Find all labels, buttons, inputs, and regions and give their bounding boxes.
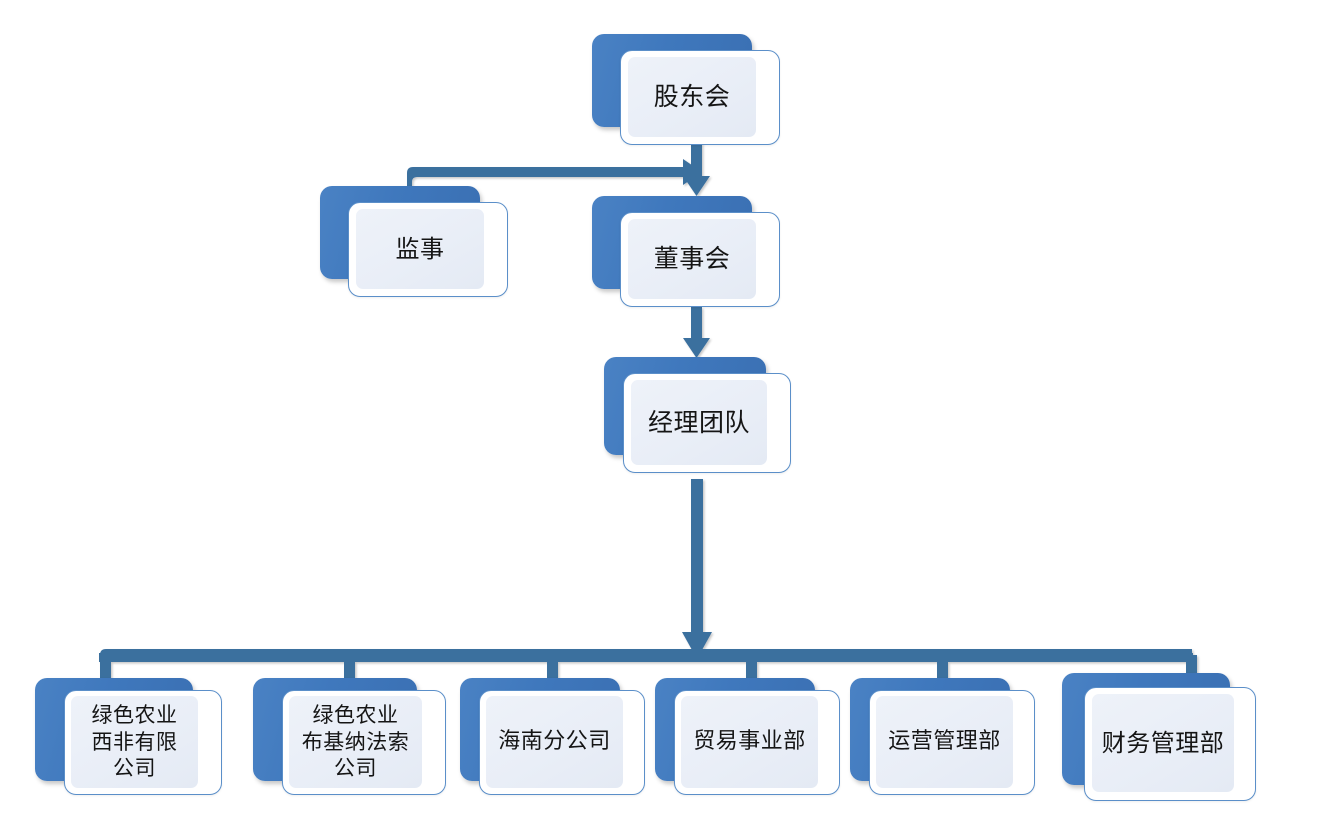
node-label-panel: 监事 (356, 209, 484, 289)
edge-manager-trunk (682, 479, 712, 659)
distribution-bus (99, 649, 1193, 667)
node-label: 财务管理部 (1101, 728, 1225, 757)
node-label-panel: 海南分公司 (486, 696, 623, 788)
node-board[interactable]: 董事会 (592, 196, 782, 308)
node-label: 运营管理部 (888, 729, 1001, 755)
node-label-panel: 董事会 (628, 219, 756, 299)
node-sub6[interactable]: 财务管理部 (1062, 673, 1277, 809)
node-sub3[interactable]: 海南分公司 (460, 678, 665, 804)
node-label: 董事会 (653, 244, 731, 274)
node-sub1[interactable]: 绿色农业 西非有限 公司 (35, 678, 235, 804)
edge-supervisor-to-board (407, 159, 702, 196)
node-label: 股东会 (653, 82, 731, 112)
node-label: 绿色农业 西非有限 公司 (91, 703, 178, 781)
node-label: 贸易事业部 (693, 729, 806, 755)
node-manager-team[interactable]: 经理团队 (604, 357, 794, 479)
node-label: 海南分公司 (498, 729, 611, 755)
node-label-panel: 运营管理部 (876, 696, 1013, 788)
edge-shareholders-to-board (683, 143, 710, 196)
node-sub5[interactable]: 运营管理部 (850, 678, 1055, 804)
node-sub2[interactable]: 绿色农业 布基纳法索 公司 (253, 678, 463, 804)
node-sub4[interactable]: 贸易事业部 (655, 678, 860, 804)
node-label-panel: 股东会 (628, 57, 756, 137)
node-label: 监事 (395, 234, 445, 263)
node-label-panel: 绿色农业 布基纳法索 公司 (289, 696, 422, 788)
node-label-panel: 经理团队 (631, 380, 767, 465)
node-label-panel: 财务管理部 (1092, 694, 1234, 792)
node-label-panel: 绿色农业 西非有限 公司 (71, 696, 198, 788)
node-label: 绿色农业 布基纳法索 公司 (301, 703, 410, 781)
node-label-panel: 贸易事业部 (681, 696, 818, 788)
node-label: 经理团队 (647, 407, 750, 437)
node-shareholders[interactable]: 股东会 (592, 34, 782, 146)
node-supervisor[interactable]: 监事 (320, 186, 510, 298)
edge-board-to-manager (683, 307, 710, 358)
